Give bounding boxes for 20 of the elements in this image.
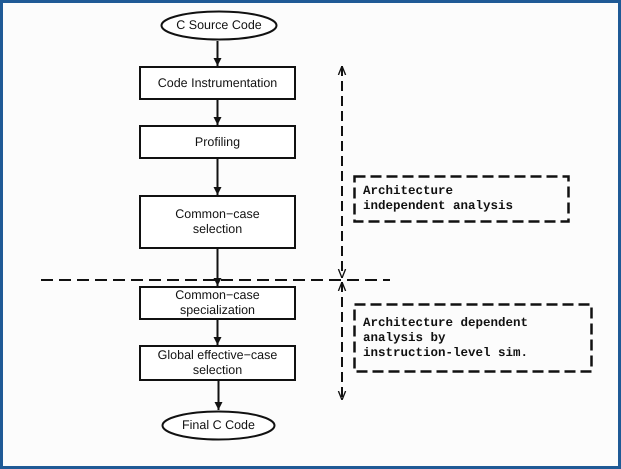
arrow (214, 249, 222, 286)
step-label: C Source Code (176, 18, 262, 33)
process-box (139, 345, 296, 381)
arrow (214, 320, 222, 345)
arrow (214, 381, 222, 410)
step-label: Global effective−case selection (156, 348, 278, 378)
arrow (214, 41, 222, 66)
step-label: Common−case selection (174, 207, 261, 237)
process-box (139, 286, 296, 320)
step-label: Common−case specialization (174, 288, 261, 318)
annotation-text: Architecture dependent analysis by instruction-level sim. (363, 316, 530, 360)
process-box (139, 195, 296, 249)
step-label: Profiling (194, 134, 240, 150)
annotation-text: Architecture independent analysis (363, 184, 514, 214)
arrow (214, 100, 222, 125)
step-label: Code Instrumentation (158, 76, 278, 90)
arrow (214, 159, 222, 195)
process-box (139, 66, 296, 100)
step-label: Final C Code (182, 418, 255, 433)
process-box (139, 125, 296, 159)
